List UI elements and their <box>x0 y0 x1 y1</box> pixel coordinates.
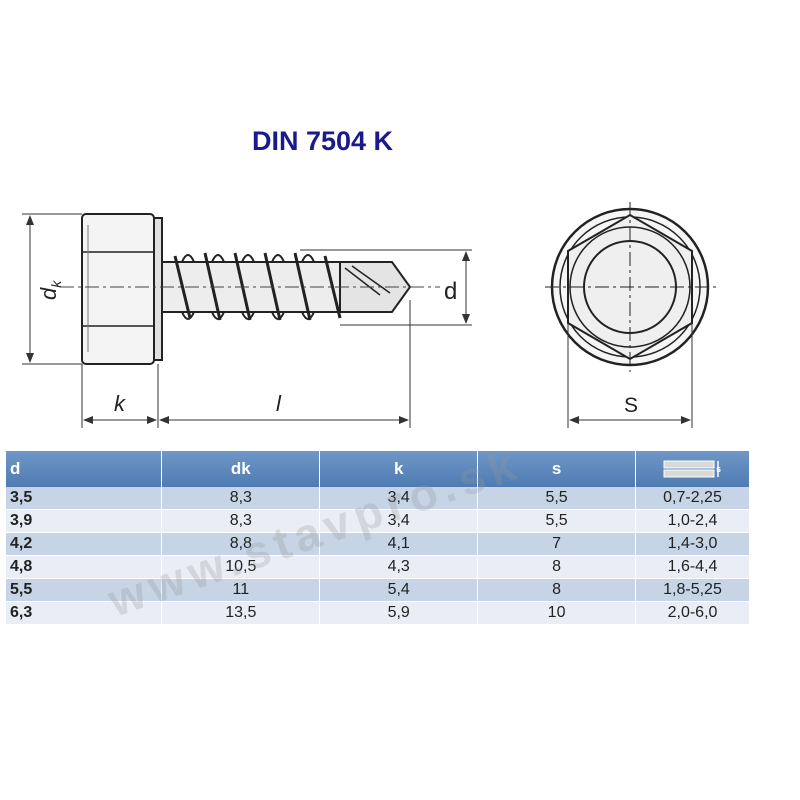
cell-dk: 11 <box>161 578 321 602</box>
cell-d: 6,3 <box>6 601 163 625</box>
svg-text:s: s <box>716 464 721 474</box>
s-label: S <box>624 394 638 417</box>
dimension-d <box>300 249 472 326</box>
cell-k: 5,9 <box>319 601 479 625</box>
l-label: l <box>276 391 282 416</box>
cell-d: 5,5 <box>6 578 163 602</box>
cell-thickness: 1,4-3,0 <box>635 532 750 556</box>
dimensions-table: d dk k s s 3,5 8,3 3,4 5,5 0,7-2,25 3,9 <box>6 451 750 625</box>
table-row: 6,3 13,5 5,9 10 2,0-6,0 <box>6 601 750 625</box>
table-header-row: d dk k s s <box>6 451 750 487</box>
table-row: 3,5 8,3 3,4 5,5 0,7-2,25 <box>6 487 750 510</box>
cell-dk: 13,5 <box>161 601 321 625</box>
table-row: 4,8 10,5 4,3 8 1,6-4,4 <box>6 555 750 579</box>
page-title: DIN 7504 K <box>251 126 394 156</box>
cell-s: 8 <box>477 578 637 602</box>
header-d: d <box>6 451 163 487</box>
cell-k: 3,4 <box>319 487 479 510</box>
dimension-k <box>81 364 159 428</box>
cell-thickness: 0,7-2,25 <box>635 487 750 510</box>
header-s: s <box>477 451 637 487</box>
cell-dk: 8,8 <box>161 532 321 556</box>
cell-s: 5,5 <box>477 487 637 510</box>
cell-thickness: 1,6-4,4 <box>635 555 750 579</box>
cell-thickness: 1,8-5,25 <box>635 578 750 602</box>
dimension-l <box>159 300 411 428</box>
cell-k: 4,1 <box>319 532 479 556</box>
cell-k: 5,4 <box>319 578 479 602</box>
cell-s: 8 <box>477 555 637 579</box>
cell-dk: 8,3 <box>161 509 321 533</box>
cell-thickness: 2,0-6,0 <box>635 601 750 625</box>
cell-s: 7 <box>477 532 637 556</box>
k-label: k <box>114 391 126 416</box>
screw-head-side <box>81 213 163 365</box>
cell-d: 4,2 <box>6 532 163 556</box>
cell-s: 10 <box>477 601 637 625</box>
cell-dk: 8,3 <box>161 487 321 510</box>
dk-label: dk <box>36 280 64 300</box>
cell-k: 3,4 <box>319 509 479 533</box>
cell-thickness: 1,0-2,4 <box>635 509 750 533</box>
header-dk: dk <box>161 451 321 487</box>
cell-s: 5,5 <box>477 509 637 533</box>
table-row: 5,5 11 5,4 8 1,8-5,25 <box>6 578 750 602</box>
header-thickness: s <box>635 451 750 487</box>
screw-head-top-view <box>545 202 720 372</box>
dimension-dk <box>22 213 82 365</box>
cell-dk: 10,5 <box>161 555 321 579</box>
cell-d: 4,8 <box>6 555 163 579</box>
d-label: d <box>444 278 457 305</box>
screw-technical-drawing: dk d k l S <box>22 202 720 428</box>
cell-d: 3,9 <box>6 509 163 533</box>
table-row: 3,9 8,3 3,4 5,5 1,0-2,4 <box>6 509 750 533</box>
drill-point <box>339 261 412 313</box>
header-k: k <box>319 451 479 487</box>
cell-k: 4,3 <box>319 555 479 579</box>
plate-thickness-icon: s <box>663 460 721 478</box>
table-row: 4,2 8,8 4,1 7 1,4-3,0 <box>6 532 750 556</box>
cell-d: 3,5 <box>6 487 163 510</box>
dimension-s <box>567 323 693 428</box>
